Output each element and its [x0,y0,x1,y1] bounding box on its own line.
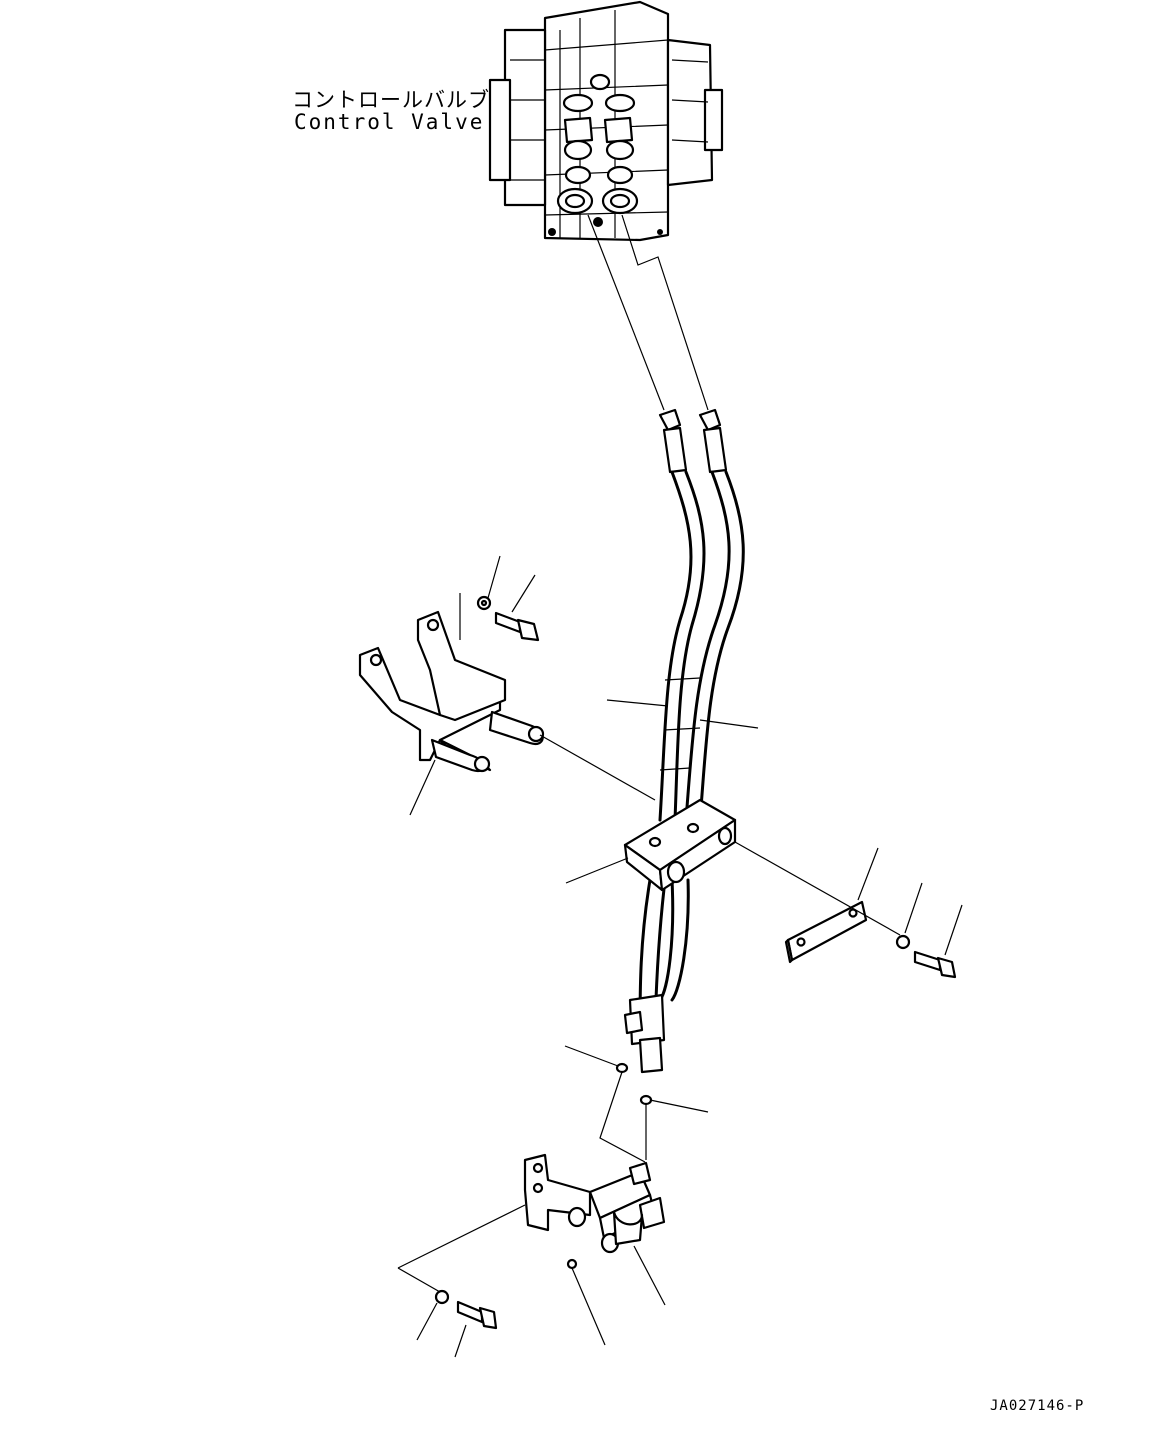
control-valve-label-jp: コントロールバルブ [292,88,490,112]
plate-right [784,900,868,964]
lower-fitting-assembly [523,1153,666,1254]
control-valve-label-en: Control Valve [294,110,485,134]
hose-assembly [623,408,745,1074]
bolt-right [913,950,957,979]
washer-right [895,934,911,950]
o-ring-3 [566,1258,578,1270]
drawing-number: JA027146-P [990,1398,1085,1414]
leader-valve-left [587,214,665,411]
bolt-bottom [456,1300,498,1330]
hose-clamp-block [623,798,737,892]
bracket-left [358,610,545,773]
leader-valve-right [621,214,709,411]
control-valve [488,0,724,242]
callout-leaders [409,555,963,1358]
washer-bottom [434,1289,450,1305]
bolt-top [494,611,540,642]
o-ring-1 [615,1062,629,1074]
o-ring-2 [639,1094,653,1106]
